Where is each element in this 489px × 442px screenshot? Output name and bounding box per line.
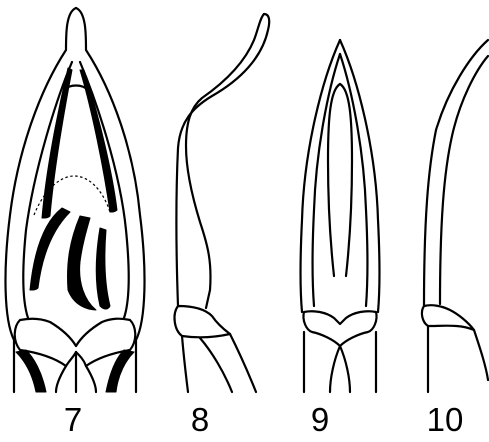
figure-7-drawing [5, 8, 144, 392]
figure-label-7: 7 [45, 402, 101, 438]
figure-label-10: 10 [410, 402, 480, 438]
figure-9-drawing [301, 40, 380, 392]
figure-label-9: 9 [292, 402, 348, 438]
figure-8-drawing [175, 14, 270, 392]
figure-label-8: 8 [172, 402, 228, 438]
figure-10-drawing [422, 40, 488, 392]
